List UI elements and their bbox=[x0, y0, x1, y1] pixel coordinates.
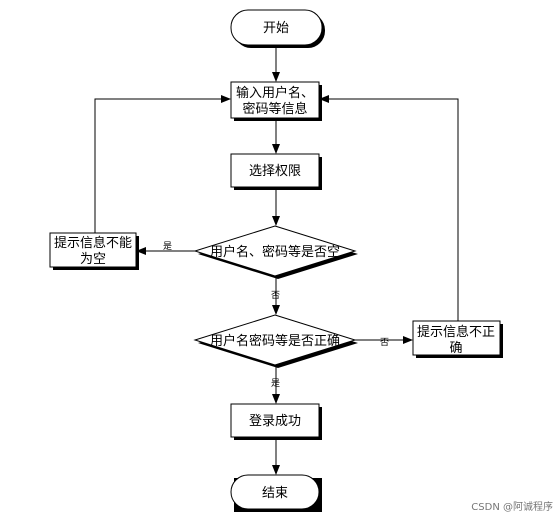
empty-check-label: 用户名、密码等是否空 bbox=[210, 244, 340, 260]
prompt-wrong-line2: 确 bbox=[449, 341, 462, 356]
watermark: CSDN @阿诚程序 bbox=[471, 500, 553, 513]
end-label: 结束 bbox=[262, 486, 288, 501]
start-label: 开始 bbox=[263, 21, 289, 36]
input-label-line1: 输入用户名、 bbox=[236, 85, 314, 101]
login-success-label: 登录成功 bbox=[249, 414, 301, 429]
edge-label-empty-no: 否 bbox=[271, 290, 280, 301]
correct-check-label: 用户名密码等是否正确 bbox=[210, 333, 340, 349]
edge-label-correct-yes: 是 bbox=[271, 378, 280, 389]
input-credentials-box: 输入用户名、 密码等信息 bbox=[230, 81, 322, 121]
input-label-line2: 密码等信息 bbox=[242, 101, 307, 117]
select-permission-label: 选择权限 bbox=[249, 163, 301, 179]
start-terminal: 开始 bbox=[230, 9, 325, 48]
empty-check-decision: 用户名、密码等是否空 bbox=[193, 225, 358, 279]
prompt-empty-line1: 提示信息不能 bbox=[54, 235, 132, 251]
prompt-wrong-box: 提示信息不正 确 bbox=[412, 320, 503, 358]
end-terminal: 结束 bbox=[230, 474, 322, 512]
edge-label-correct-no: 否 bbox=[380, 337, 389, 348]
prompt-empty-line2: 为空 bbox=[80, 252, 106, 267]
prompt-wrong-line1: 提示信息不正 bbox=[417, 324, 495, 340]
select-permission-box: 选择权限 bbox=[230, 153, 322, 190]
prompt-empty-box: 提示信息不能 为空 bbox=[49, 232, 139, 270]
arrow-prompt-empty-loop bbox=[94, 95, 231, 233]
correct-check-decision: 用户名密码等是否正确 bbox=[193, 314, 358, 368]
edge-label-empty-yes: 是 bbox=[163, 241, 172, 252]
login-success-box: 登录成功 bbox=[230, 403, 322, 440]
arrow-prompt-wrong-loop bbox=[319, 95, 459, 321]
